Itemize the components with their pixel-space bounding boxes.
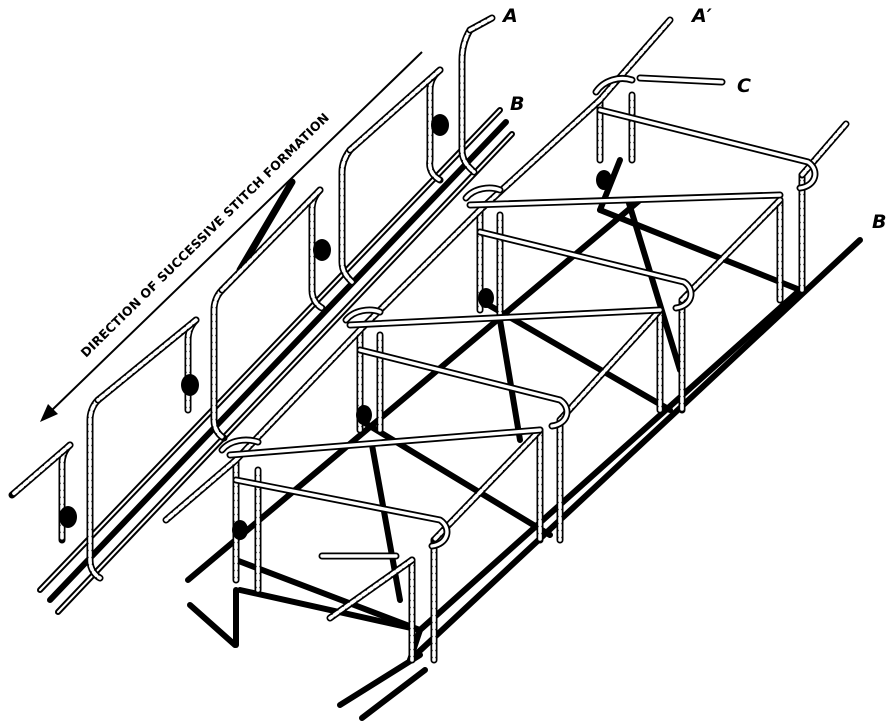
label-b-left: B [510, 93, 524, 115]
label-a-prime: A′ [690, 5, 712, 27]
label-b-right: B [872, 211, 886, 233]
label-c: C [737, 75, 751, 97]
right-stitch-structure [162, 16, 863, 721]
direction-arrow [40, 51, 423, 422]
label-a: A [501, 5, 518, 27]
left-stitch-chain [8, 14, 515, 615]
